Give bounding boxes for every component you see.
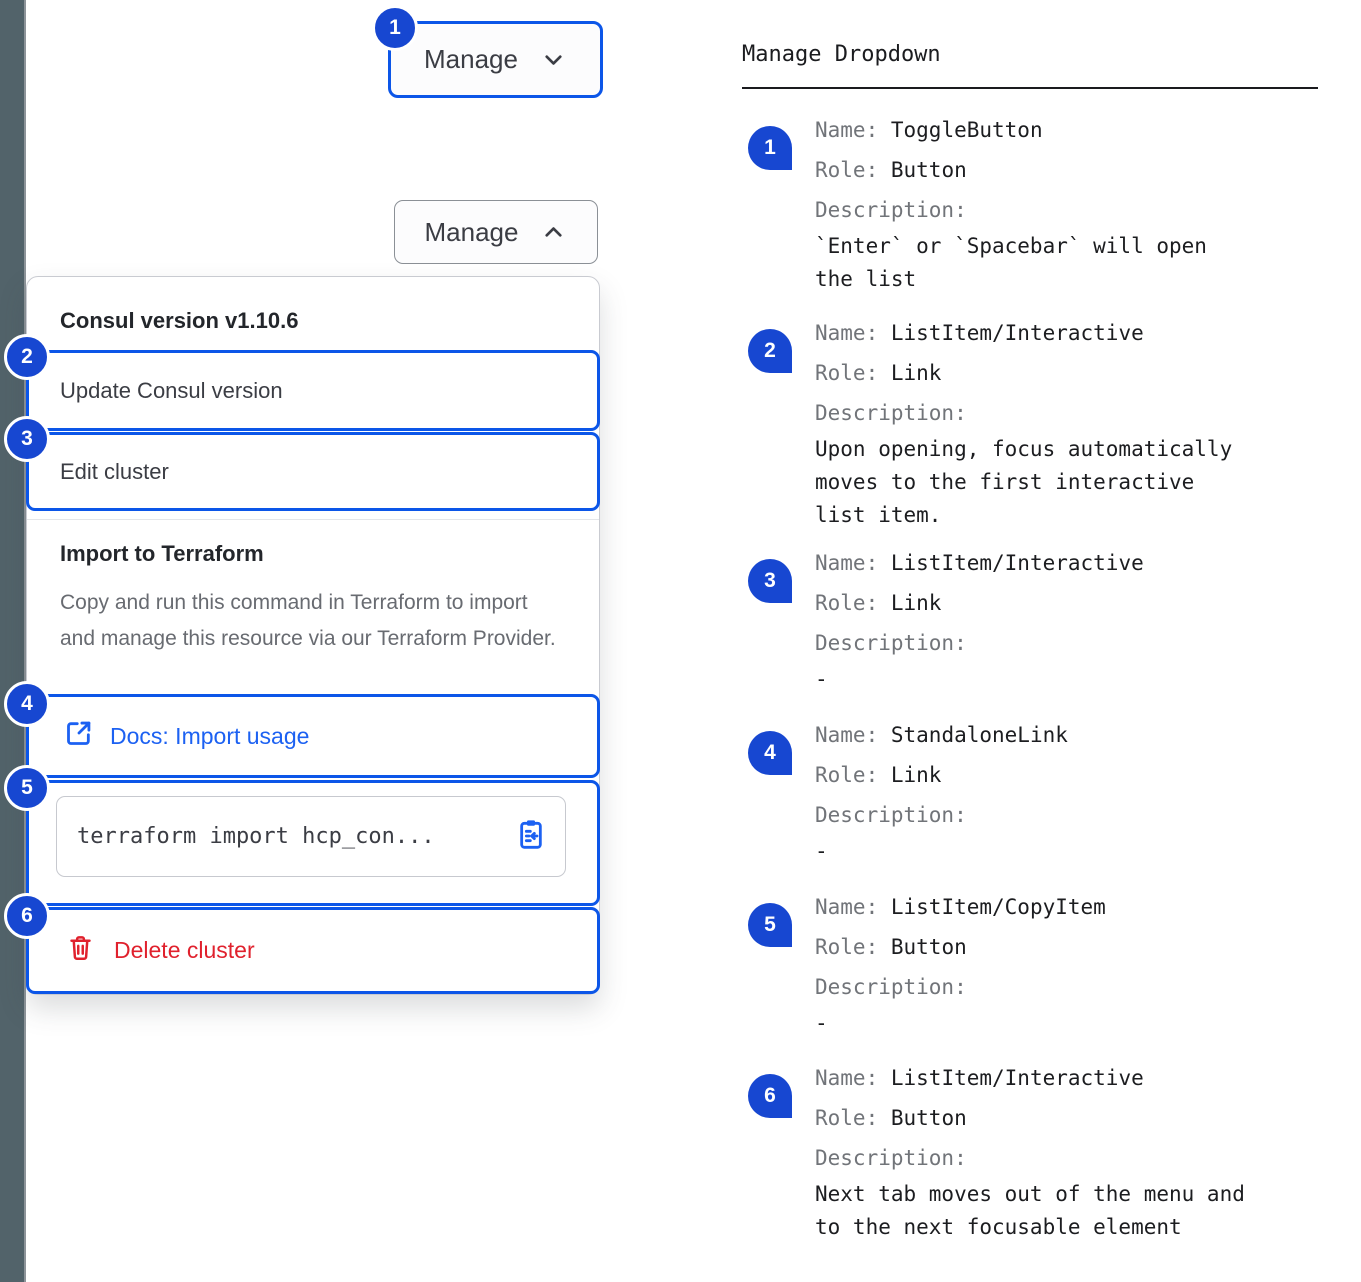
- spec-badge-4: 4: [748, 731, 792, 775]
- delete-cluster-label: Delete cluster: [114, 937, 255, 963]
- description-value: `Enter` or `Spacebar` will open the list: [815, 234, 1207, 291]
- role-label: Role:: [815, 763, 879, 787]
- chevron-up-icon: [540, 219, 567, 246]
- menu-divider: [27, 519, 599, 520]
- description-value: -: [815, 839, 828, 863]
- terraform-command-field[interactable]: terraform import hcp_con...: [56, 796, 566, 877]
- name-label: Name:: [815, 551, 879, 575]
- name-value: StandaloneLink: [890, 723, 1068, 747]
- import-terraform-description: Copy and run this command in Terraform t…: [60, 591, 556, 650]
- name-label: Name:: [815, 118, 879, 142]
- spec-badge-3: 3: [748, 559, 792, 603]
- menu-item-update-consul-version[interactable]: Update Consul version: [26, 350, 600, 431]
- description-value: -: [815, 667, 828, 691]
- name-value: ListItem/Interactive: [890, 321, 1144, 345]
- description-value: Upon opening, focus automatically moves …: [815, 437, 1233, 527]
- name-label: Name:: [815, 321, 879, 345]
- spec-title: Manage Dropdown: [742, 42, 941, 67]
- menu-item-delete-cluster[interactable]: Delete cluster: [26, 907, 600, 994]
- import-terraform-title: Import to Terraform: [60, 541, 264, 566]
- role-value: Link: [890, 361, 942, 385]
- manage-toggle-label: Manage: [424, 44, 518, 74]
- trash-icon: [67, 933, 94, 968]
- spec-title-rule: [742, 87, 1318, 89]
- terraform-command-text: terraform import hcp_con...: [77, 824, 435, 849]
- docs-import-usage-label: Docs: Import usage: [110, 722, 310, 749]
- annotation-badge-4: 4: [4, 681, 50, 727]
- spec-badge-5: 5: [748, 903, 792, 947]
- manage-toggle-button[interactable]: Manage: [388, 21, 603, 98]
- role-value: Link: [890, 591, 942, 615]
- description-label: Description:: [815, 1146, 967, 1170]
- spec-badge-2: 2: [748, 329, 792, 373]
- description-value: Next tab moves out of the menu and to th…: [815, 1182, 1245, 1239]
- annotation-badge-6: 6: [4, 893, 50, 939]
- name-value: ListItem/Interactive: [890, 1066, 1144, 1090]
- manage-toggle-button-expanded[interactable]: Manage: [394, 200, 598, 264]
- description-label: Description:: [815, 401, 967, 425]
- description-label: Description:: [815, 198, 967, 222]
- role-value: Button: [890, 1106, 967, 1130]
- spec-item-toggle-button: 1 Name: ToggleButton Role: Button Descri…: [742, 110, 1302, 296]
- spec-item-standalone-link: 4 Name: StandaloneLink Role: Link Descri…: [742, 715, 1302, 868]
- spec-badge-1: 1: [748, 126, 792, 170]
- consul-version-label: Consul version v1.10.6: [60, 308, 299, 333]
- role-label: Role:: [815, 935, 879, 959]
- name-label: Name:: [815, 895, 879, 919]
- manage-toggle-expanded-label: Manage: [424, 216, 519, 247]
- clipboard-copy-icon[interactable]: [515, 817, 547, 856]
- role-label: Role:: [815, 1106, 879, 1130]
- spec-item-listitem-copyitem: 5 Name: ListItem/CopyItem Role: Button D…: [742, 887, 1302, 1040]
- role-value: Link: [890, 763, 942, 787]
- name-label: Name:: [815, 1066, 879, 1090]
- role-value: Button: [890, 158, 967, 182]
- spec-badge-6: 6: [748, 1074, 792, 1118]
- docs-import-usage-link[interactable]: Docs: Import usage: [26, 694, 600, 778]
- edit-cluster-label: Edit cluster: [60, 458, 169, 484]
- spec-item-listitem-interactive-3: 6 Name: ListItem/Interactive Role: Butto…: [742, 1058, 1302, 1244]
- description-label: Description:: [815, 803, 967, 827]
- name-value: ToggleButton: [890, 118, 1043, 142]
- name-value: ListItem/Interactive: [890, 551, 1144, 575]
- annotation-badge-1: 1: [372, 5, 418, 51]
- description-label: Description:: [815, 631, 967, 655]
- annotation-badge-2: 2: [4, 334, 50, 380]
- annotation-badge-5: 5: [4, 765, 50, 811]
- description-value: -: [815, 1011, 828, 1035]
- role-value: Button: [890, 935, 967, 959]
- role-label: Role:: [815, 158, 879, 182]
- spec-item-listitem-interactive-1: 2 Name: ListItem/Interactive Role: Link …: [742, 313, 1302, 532]
- menu-item-edit-cluster[interactable]: Edit cluster: [26, 432, 600, 511]
- role-label: Role:: [815, 361, 879, 385]
- copy-command-item[interactable]: [26, 780, 600, 906]
- annotation-badge-3: 3: [4, 416, 50, 462]
- name-value: ListItem/CopyItem: [890, 895, 1106, 919]
- description-label: Description:: [815, 975, 967, 999]
- update-consul-version-label: Update Consul version: [60, 377, 283, 403]
- name-label: Name:: [815, 723, 879, 747]
- chevron-down-icon: [540, 46, 567, 73]
- external-link-icon: [65, 719, 93, 753]
- app-edge-strip: [0, 0, 26, 1282]
- spec-item-listitem-interactive-2: 3 Name: ListItem/Interactive Role: Link …: [742, 543, 1302, 696]
- role-label: Role:: [815, 591, 879, 615]
